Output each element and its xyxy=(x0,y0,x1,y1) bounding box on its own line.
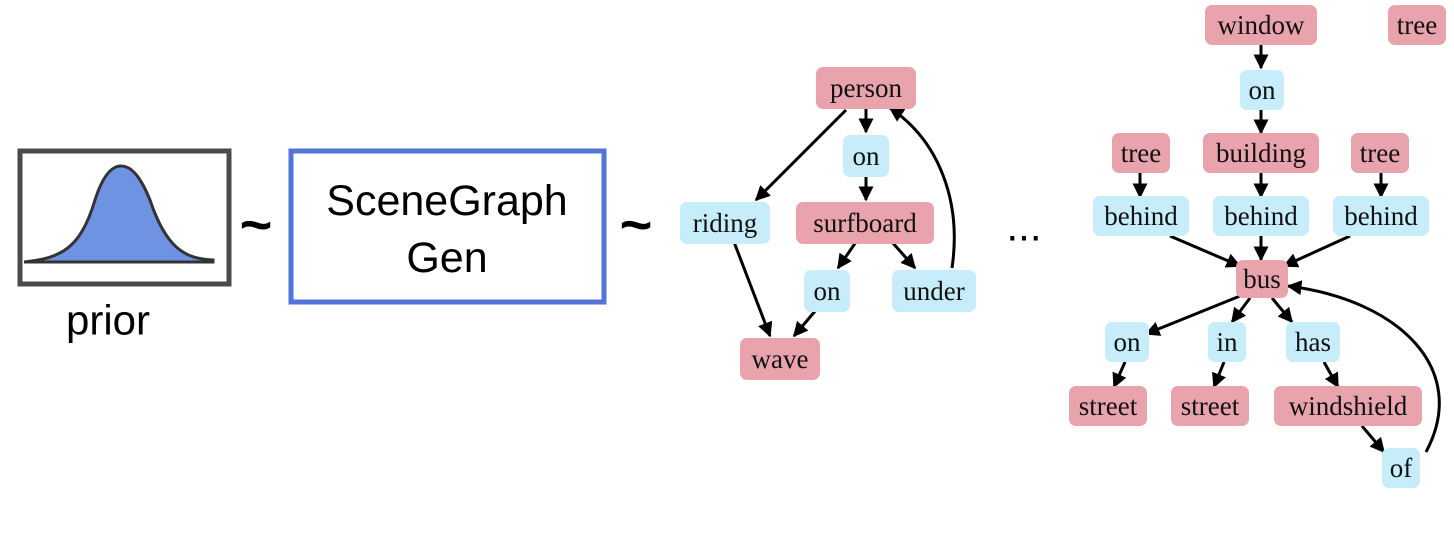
svg-text:wave: wave xyxy=(752,344,809,374)
edge-has-windshield xyxy=(1322,361,1340,389)
edge-on-wave xyxy=(792,309,818,338)
node-tree: tree xyxy=(1351,133,1409,173)
node-on: on xyxy=(1105,322,1149,362)
edge-bus-has xyxy=(1270,297,1294,324)
edge-behindl-bus xyxy=(1169,234,1242,268)
ellipsis: ... xyxy=(1006,203,1041,250)
svg-text:in: in xyxy=(1216,327,1238,357)
node-street: street xyxy=(1171,386,1249,426)
node-on: on xyxy=(1240,70,1284,110)
edge-under-person xyxy=(888,106,956,269)
node-window: window xyxy=(1205,5,1317,45)
svg-text:has: has xyxy=(1295,327,1331,357)
node-under: under xyxy=(892,270,976,312)
node-bus: bus xyxy=(1236,260,1288,298)
svg-text:building: building xyxy=(1216,138,1306,168)
edge-person-riding xyxy=(754,108,848,202)
edge-windshield-of xyxy=(1360,425,1386,454)
node-street: street xyxy=(1069,386,1147,426)
svg-text:behind: behind xyxy=(1104,201,1178,231)
node-behind: behind xyxy=(1213,196,1309,236)
svg-text:under: under xyxy=(903,276,964,306)
node-tree: tree xyxy=(1112,133,1170,173)
edge-bus-in xyxy=(1230,297,1252,324)
tilde-left: ~ xyxy=(240,193,273,256)
svg-text:of: of xyxy=(1390,453,1413,483)
graph2-nodes: window tree on tree building tree behind xyxy=(1069,5,1446,488)
svg-text:windshield: windshield xyxy=(1289,391,1408,421)
prior-label: prior xyxy=(66,297,150,344)
svg-text:on: on xyxy=(814,276,842,306)
svg-text:person: person xyxy=(830,73,902,103)
node-windshield: windshield xyxy=(1274,386,1422,426)
svg-text:window: window xyxy=(1218,10,1306,40)
tilde-right: ~ xyxy=(620,193,653,256)
node-wave: wave xyxy=(740,338,820,380)
node-tree: tree xyxy=(1388,5,1446,45)
edge-surfboard-under xyxy=(890,241,917,270)
svg-text:tree: tree xyxy=(1360,138,1400,168)
svg-text:behind: behind xyxy=(1224,201,1298,231)
svg-text:bus: bus xyxy=(1243,264,1281,294)
svg-text:tree: tree xyxy=(1121,138,1161,168)
generator-line1: SceneGraph xyxy=(326,177,567,225)
edge-riding-wave xyxy=(732,241,773,338)
edge-bus-on xyxy=(1144,294,1241,336)
svg-text:riding: riding xyxy=(693,208,758,238)
edge-in-street xyxy=(1212,361,1226,389)
svg-text:tree: tree xyxy=(1397,10,1437,40)
generator-box xyxy=(288,148,607,305)
generator-line2: Gen xyxy=(406,234,487,282)
edge-of-bus xyxy=(1286,280,1441,453)
svg-text:street: street xyxy=(1079,391,1138,421)
node-riding: riding xyxy=(680,202,770,244)
prior-box xyxy=(17,148,232,287)
svg-text:street: street xyxy=(1181,391,1240,421)
node-building: building xyxy=(1203,133,1319,173)
svg-text:on: on xyxy=(1114,327,1142,357)
node-behind: behind xyxy=(1333,196,1429,236)
node-on: on xyxy=(843,135,889,177)
svg-text:on: on xyxy=(1249,75,1277,105)
node-person: person xyxy=(816,67,916,109)
node-of: of xyxy=(1382,448,1420,488)
edge-behindr-bus xyxy=(1282,234,1351,268)
svg-text:behind: behind xyxy=(1344,201,1418,231)
svg-text:surfboard: surfboard xyxy=(813,208,917,238)
node-behind: behind xyxy=(1093,196,1189,236)
edge-surfboard-on xyxy=(836,241,858,270)
graph1-nodes: person on riding surfboard on under wave xyxy=(680,67,976,380)
node-surfboard: surfboard xyxy=(796,202,934,244)
node-on: on xyxy=(804,270,850,312)
graph1-edges xyxy=(732,106,956,338)
node-has: has xyxy=(1286,322,1340,362)
svg-text:on: on xyxy=(853,141,881,171)
edge-on-street xyxy=(1112,361,1127,389)
prior-curve xyxy=(23,164,215,264)
graph2-edges xyxy=(1112,44,1441,454)
node-in: in xyxy=(1208,322,1246,362)
